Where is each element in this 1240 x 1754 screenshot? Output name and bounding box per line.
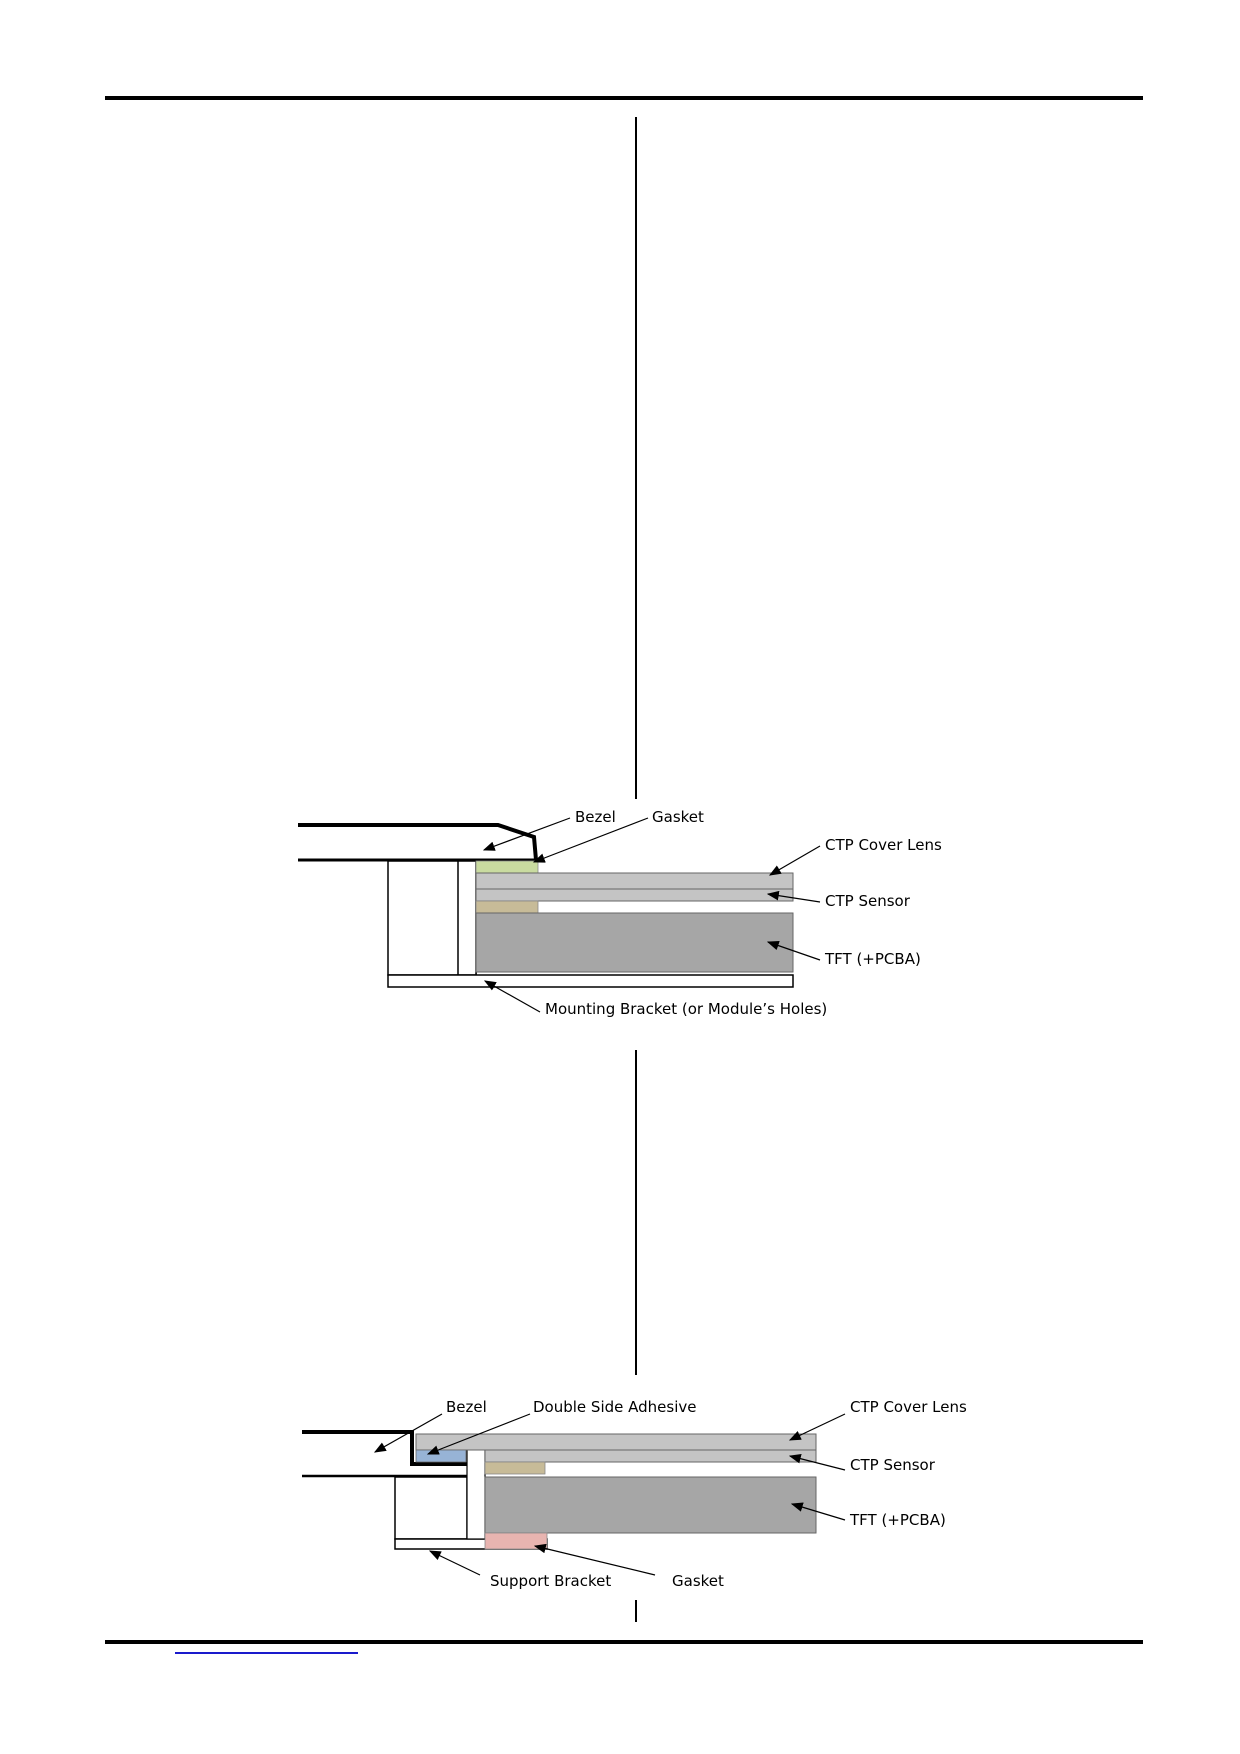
- diagram-top-svg: Bezel Gasket CTP Cover Lens CTP Sensor T…: [298, 808, 942, 1018]
- diagram-top: Bezel Gasket CTP Cover Lens CTP Sensor T…: [0, 800, 1240, 1030]
- top-adhesive: [475, 900, 539, 914]
- bottom-bezel: [302, 1430, 467, 1478]
- header-rule: [105, 96, 1143, 100]
- bottom-double-side-adhesive: [415, 1449, 467, 1463]
- diagram-bottom-svg: Bezel Double Side Adhesive CTP Cover Len…: [302, 1398, 967, 1590]
- bottom-sensor: [484, 1449, 817, 1463]
- label-bracket: Mounting Bracket (or Module’s Holes): [545, 1000, 827, 1018]
- bottom-tft: [484, 1476, 817, 1534]
- divider-line-upper: [635, 117, 637, 799]
- label-double-side-adhesive: Double Side Adhesive: [533, 1398, 696, 1416]
- label-sensor: CTP Sensor: [825, 892, 911, 910]
- label-support-bracket: Support Bracket: [490, 1572, 611, 1590]
- label-cover-lens: CTP Cover Lens: [825, 836, 942, 854]
- top-gasket: [475, 860, 539, 874]
- label-sensor: CTP Sensor: [850, 1456, 936, 1474]
- label-tft: TFT (+PCBA): [824, 950, 921, 968]
- bottom-gasket: [484, 1532, 548, 1550]
- label-gasket: Gasket: [652, 808, 704, 826]
- top-sensor: [475, 888, 794, 902]
- label-bezel: Bezel: [575, 808, 616, 826]
- top-tft: [475, 912, 794, 973]
- bottom-cover-lens: [415, 1433, 817, 1451]
- label-bezel: Bezel: [446, 1398, 487, 1416]
- diagram-bottom: Bezel Double Side Adhesive CTP Cover Len…: [0, 1390, 1240, 1620]
- label-gasket: Gasket: [672, 1572, 724, 1590]
- top-bezel: [298, 823, 538, 862]
- footer-rule: [105, 1640, 1143, 1644]
- bottom-tan-adhesive: [484, 1461, 546, 1475]
- divider-line-lower: [635, 1050, 637, 1375]
- divider-line-bottom: [635, 1600, 637, 1622]
- label-cover-lens: CTP Cover Lens: [850, 1398, 967, 1416]
- label-tft: TFT (+PCBA): [849, 1511, 946, 1529]
- footer-link[interactable]: [175, 1652, 358, 1654]
- top-cover-lens: [475, 872, 794, 890]
